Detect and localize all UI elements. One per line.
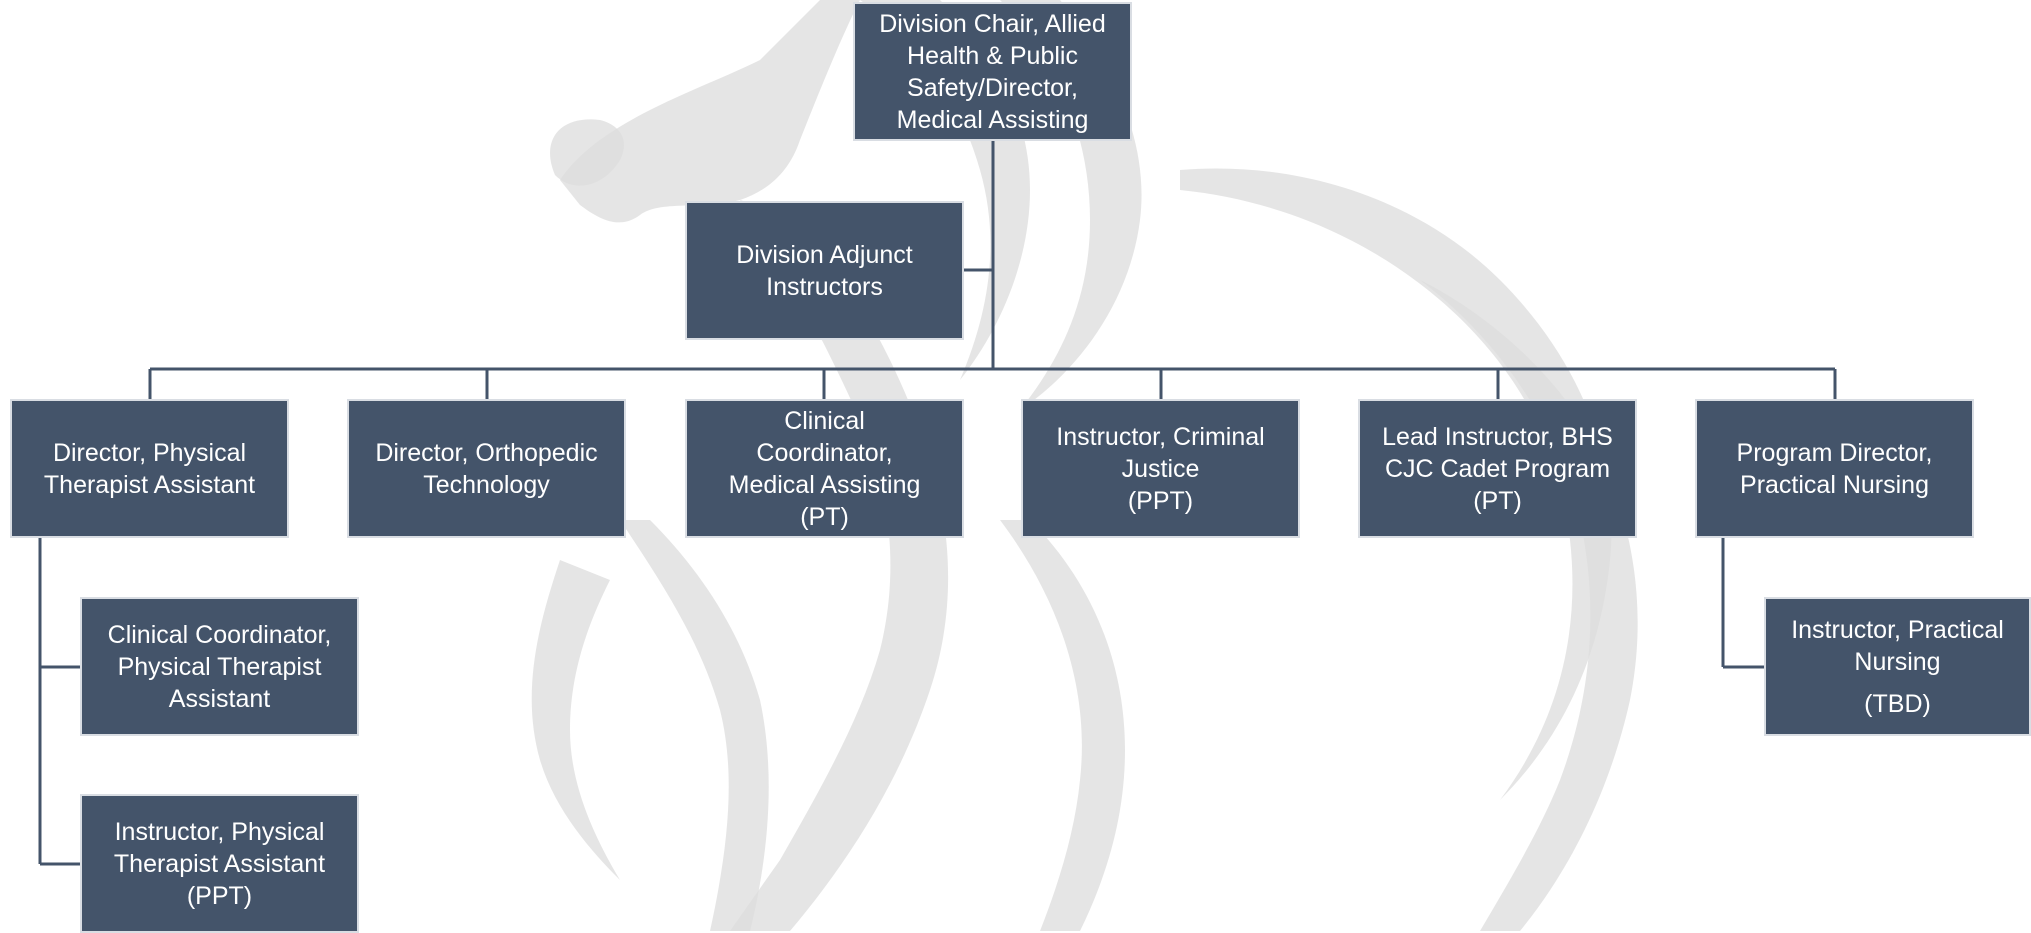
division-adjunct-instructors-box: Division Adjunct Instructors <box>685 201 964 340</box>
node-line: (PPT) <box>1127 486 1194 515</box>
pta-instructor-box: Instructor, Physical Therapist Assistant… <box>80 794 359 933</box>
node-line: Medical Assisting <box>896 105 1089 134</box>
bhs-cadet-lead-instructor-box: Lead Instructor, BHS CJC Cadet Program (… <box>1358 399 1637 538</box>
node-line: Justice <box>1121 454 1200 483</box>
node-line: CJC Cadet Program <box>1384 454 1611 483</box>
node-line: Physical Therapist <box>117 652 322 681</box>
ma-clinical-coordinator-box: Clinical Coordinator, Medical Assisting … <box>685 399 964 538</box>
node-line: (PPT) <box>186 881 253 910</box>
node-line: (PT) <box>1473 486 1522 515</box>
node-line: Therapist Assistant <box>43 470 256 499</box>
orthopedic-director-box: Director, Orthopedic Technology <box>347 399 626 538</box>
division-chair-box: Division Chair, Allied Health & Public S… <box>853 2 1132 141</box>
pta-director-box: Director, Physical Therapist Assistant <box>10 399 289 538</box>
node-line: (TBD) <box>1864 689 1931 718</box>
node-line: Division Adjunct <box>736 240 913 269</box>
node-line: Director, Physical <box>52 438 247 467</box>
node-line: Nursing <box>1854 647 1941 676</box>
criminal-justice-instructor-box: Instructor, Criminal Justice (PPT) <box>1021 399 1300 538</box>
node-line: Assistant <box>168 684 271 713</box>
node-line: Instructor, Practical <box>1791 615 2004 644</box>
node-line: Medical Assisting <box>728 470 921 499</box>
node-line: Practical Nursing <box>1740 470 1929 499</box>
practical-nursing-instructor-box: Instructor, Practical Nursing (TBD) <box>1764 597 2031 736</box>
node-line: Lead Instructor, BHS <box>1382 422 1613 451</box>
node-line: Instructor, Criminal <box>1056 422 1265 451</box>
node-line: Division Chair, Allied <box>879 9 1106 38</box>
node-line: Program Director, <box>1736 438 1933 467</box>
pta-clinical-coordinator-box: Clinical Coordinator, Physical Therapist… <box>80 597 359 736</box>
node-line: Technology <box>423 470 550 499</box>
practical-nursing-director-box: Program Director, Practical Nursing <box>1695 399 1974 538</box>
node-line: Health & Public <box>907 41 1078 70</box>
node-line: Instructor, Physical <box>114 817 325 846</box>
node-line: Safety/Director, <box>907 73 1078 102</box>
node-line: Instructors <box>766 272 883 301</box>
node-line: Coordinator, <box>756 438 893 467</box>
node-line: Therapist Assistant <box>113 849 326 878</box>
node-line: (PT) <box>800 502 849 531</box>
node-line: Director, Orthopedic <box>375 438 598 467</box>
node-line: Clinical Coordinator, <box>107 620 332 649</box>
node-line: Clinical <box>784 406 865 435</box>
